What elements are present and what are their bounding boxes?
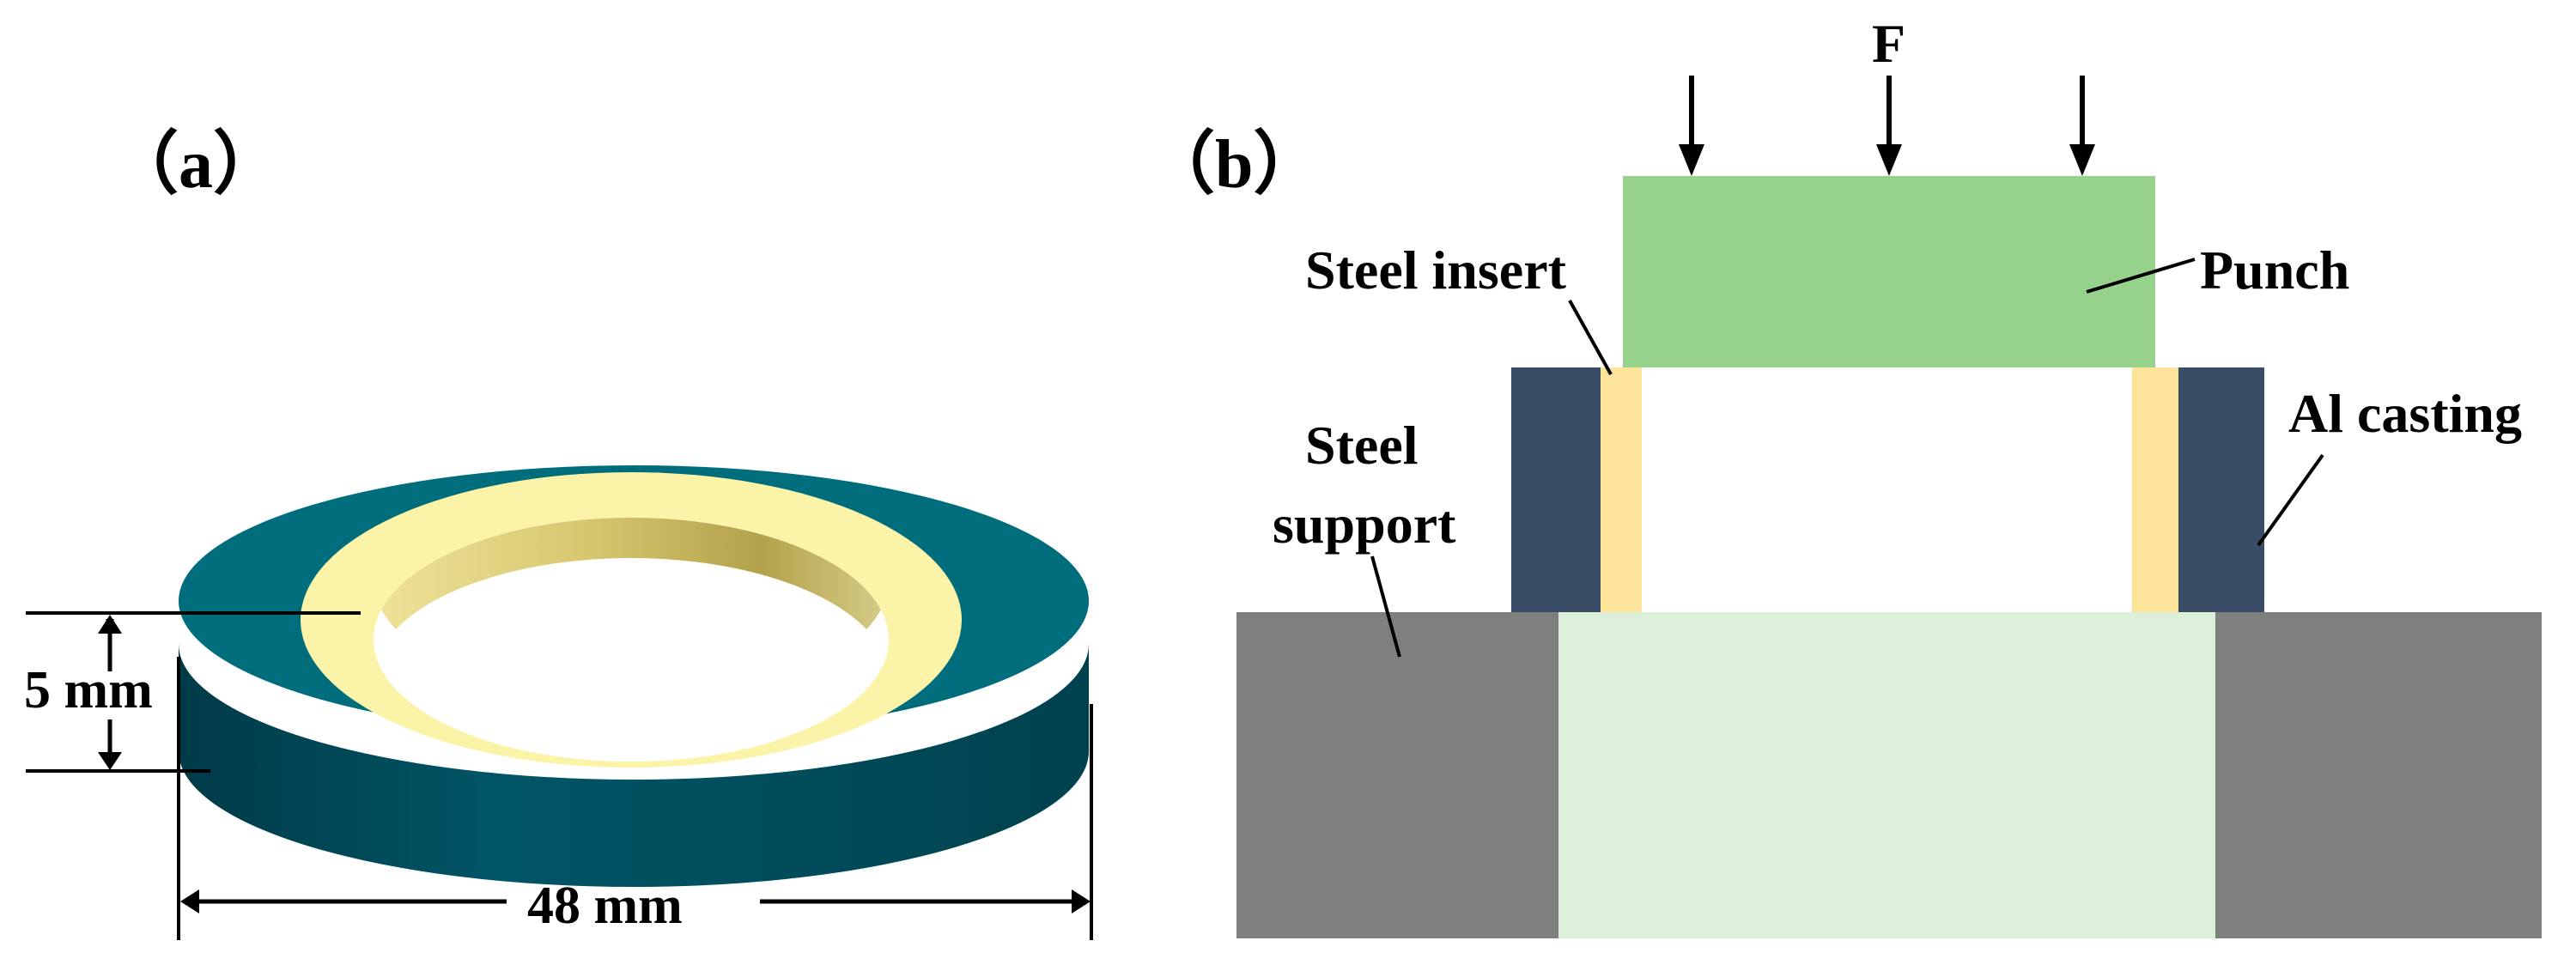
punch: [1623, 176, 2155, 367]
panel-a-label: （a）: [110, 127, 282, 203]
steel-support-label-line2: support: [1273, 494, 1456, 555]
height-dimension-label: 5 mm: [24, 661, 153, 719]
steel-support-left: [1236, 612, 1558, 938]
al-casting-right: [2178, 367, 2264, 612]
diameter-dimension: 48 mm: [177, 657, 1093, 940]
panel-b: （b） F Steel insert Punch Al ca: [1146, 13, 2542, 938]
steel-insert-label: Steel insert: [1305, 240, 1567, 300]
steel-insert-left: [1601, 367, 1642, 612]
support-center-cavity: [1558, 612, 2215, 938]
punch-label: Punch: [2200, 240, 2349, 300]
panel-b-label: （b）: [1146, 127, 1322, 203]
ring-outer-side: [179, 644, 1089, 887]
al-casting-label: Al casting: [2288, 383, 2522, 444]
height-dimension: 5 mm: [24, 611, 361, 773]
punch-leader: [2086, 258, 2196, 294]
steel-insert-leader: [1568, 300, 1613, 375]
steel-support-leader: [1370, 555, 1401, 658]
diameter-dimension-label: 48 mm: [527, 877, 683, 935]
al-casting-left: [1511, 367, 1601, 612]
force-arrows: [1679, 76, 2095, 176]
al-casting-leader: [2257, 453, 2324, 547]
panel-a: （a） 5 mm: [24, 127, 1093, 940]
ring-3d: [179, 465, 1089, 887]
steel-insert-right: [2132, 367, 2178, 612]
steel-support-label-line1: Steel: [1305, 415, 1419, 476]
force-label: F: [1872, 13, 1905, 74]
steel-support-right: [2215, 612, 2542, 938]
